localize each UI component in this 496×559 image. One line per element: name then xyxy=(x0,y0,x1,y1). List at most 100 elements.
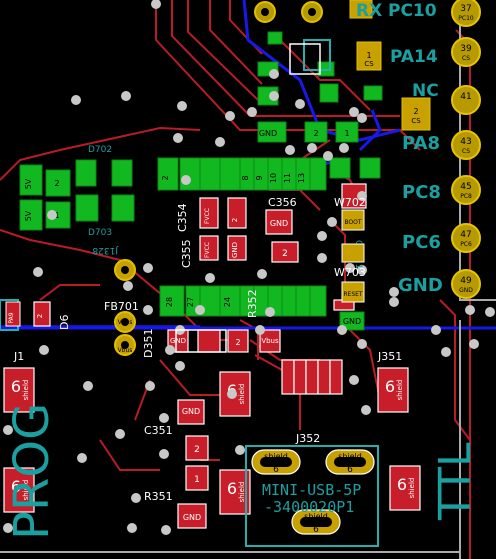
svg-text:24: 24 xyxy=(223,297,232,307)
ref-d6: D6 xyxy=(58,315,71,330)
pad-cs-2 xyxy=(401,97,431,131)
pad-gnd-c356: GND xyxy=(270,219,288,228)
via xyxy=(317,231,327,241)
silkscreen-text: PROG TTL MINI-USB-5P -3400020P1 D702 D70… xyxy=(4,145,481,540)
via xyxy=(115,429,125,439)
via xyxy=(269,69,279,79)
shield-oval-label: shield xyxy=(338,452,362,461)
via xyxy=(123,281,133,291)
white-outlines xyxy=(175,43,321,353)
via xyxy=(349,107,359,117)
via xyxy=(151,0,161,9)
shield-oval-label: shield xyxy=(264,452,288,461)
svg-text:2: 2 xyxy=(282,249,288,259)
pin-number: 47 xyxy=(460,230,471,240)
svg-text:10: 10 xyxy=(269,173,278,183)
ref-j1: J1 xyxy=(13,350,24,363)
via xyxy=(235,445,245,455)
via xyxy=(205,273,215,283)
via xyxy=(33,267,43,277)
red-pads xyxy=(33,183,367,529)
svg-text:6: 6 xyxy=(347,465,353,475)
via xyxy=(3,523,13,533)
via xyxy=(159,413,169,423)
via xyxy=(143,305,153,315)
via xyxy=(195,305,205,315)
ref-c351: C351 xyxy=(144,424,173,437)
via xyxy=(225,111,235,121)
via xyxy=(349,375,359,385)
via xyxy=(83,381,93,391)
vias xyxy=(3,0,495,535)
via xyxy=(357,265,367,275)
svg-text:2: 2 xyxy=(161,175,170,180)
pad-gnd-r351: GND xyxy=(183,513,201,522)
shield-label: shield xyxy=(22,380,30,401)
label-pc10: PC10 xyxy=(388,1,437,21)
label-boot: BOOT xyxy=(344,219,361,226)
via xyxy=(77,453,87,463)
silkscreen-outlines xyxy=(0,39,379,547)
shield-pin-number: 6 xyxy=(385,377,395,396)
via xyxy=(71,95,81,105)
pin-net: CS xyxy=(462,148,470,155)
via xyxy=(39,345,49,355)
label-pc8: PC8 xyxy=(402,182,441,203)
shield-label: shield xyxy=(238,384,246,405)
svg-text:2: 2 xyxy=(54,179,59,188)
shield-label: shield xyxy=(238,482,246,503)
ref-r351: R351 xyxy=(144,490,173,503)
via xyxy=(327,217,337,227)
via xyxy=(285,145,295,155)
via xyxy=(159,449,169,459)
svg-text:1: 1 xyxy=(344,129,349,138)
via xyxy=(431,325,441,335)
pin-net: PC6 xyxy=(460,241,472,248)
pin-labels: RX PC10 PA14 NC PA8 PC8 PC6 GND xyxy=(356,1,443,296)
green-pads xyxy=(19,31,383,331)
ref-c356: C356 xyxy=(268,196,297,209)
via xyxy=(265,307,275,317)
svg-text:2: 2 xyxy=(313,129,318,138)
via xyxy=(389,287,399,297)
pad-5v-label-1: 5V xyxy=(24,178,33,189)
silk-prog: PROG xyxy=(4,403,60,540)
via xyxy=(441,347,451,357)
via xyxy=(357,339,367,349)
pin-number: 49 xyxy=(460,276,472,286)
ref-j1328: J1328 xyxy=(92,245,119,255)
solder-jumpers: BOOT RESET PA9 xyxy=(5,209,365,327)
via xyxy=(485,307,495,317)
svg-text:1: 1 xyxy=(366,51,371,60)
bottom-layer-bus xyxy=(0,0,496,330)
via xyxy=(143,263,153,273)
via xyxy=(47,210,57,220)
via xyxy=(131,493,141,503)
via xyxy=(3,425,13,435)
shield-pin-number: 6 xyxy=(11,477,21,496)
via xyxy=(465,305,475,315)
svg-text:2: 2 xyxy=(235,338,240,347)
pin-net: PC8 xyxy=(460,193,472,200)
ref-d702: D702 xyxy=(88,145,112,155)
via xyxy=(307,143,317,153)
shield-pin-number: 6 xyxy=(11,377,21,396)
via xyxy=(173,133,183,143)
pad-cs-1 xyxy=(356,41,382,71)
vbus-labels: Vbus Vbus xyxy=(118,319,133,354)
via xyxy=(469,339,479,349)
shield-pin-number: 6 xyxy=(397,475,407,494)
header-pin-41: 41 xyxy=(451,85,481,115)
shield-label: shield xyxy=(396,380,404,401)
